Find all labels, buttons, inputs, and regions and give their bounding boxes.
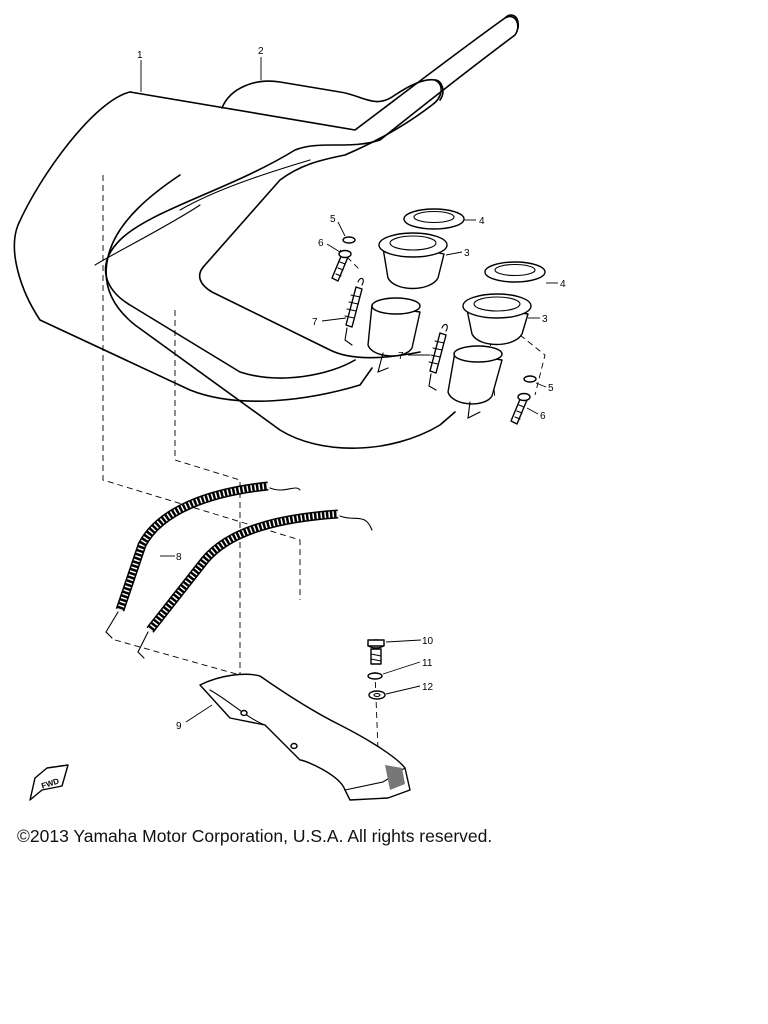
bracket-bolt[interactable] [367,639,385,665]
callout-labels: 1 2 3 4 5 6 7 4 3 7 5 6 8 9 10 11 12 [137,46,566,732]
callout-1: 1 [137,50,143,61]
washer-lower[interactable] [523,375,537,383]
fwd-arrow-icon: FWD [29,764,69,801]
exhaust-pipe-1[interactable] [13,14,520,402]
pipe-joint-sleeve-upper[interactable] [367,297,421,373]
callout-6-lower: 6 [540,411,546,422]
exhaust-bracket[interactable] [199,673,411,801]
callout-5-upper: 5 [330,214,336,225]
leader-lines [140,57,558,723]
bolt-upper[interactable] [331,249,352,282]
callout-4-upper: 4 [479,216,485,227]
callout-3-upper: 3 [464,248,470,259]
long-spring-front[interactable] [105,481,301,639]
callout-12: 12 [422,682,434,693]
gasket-lower[interactable] [484,261,546,283]
washer-upper[interactable] [342,236,356,244]
callout-8: 8 [176,552,182,563]
exhaust-flange-upper[interactable] [378,232,448,290]
callout-7-upper: 7 [312,317,318,328]
spring-washer[interactable] [367,672,383,680]
bolt-lower[interactable] [510,392,531,425]
exhaust-parts-diagram: FWD 1 2 3 4 5 6 7 4 3 7 5 6 8 9 10 [13,14,566,801]
copyright-notice: ©2013 Yamaha Motor Corporation, U.S.A. A… [17,826,493,846]
gasket-upper[interactable] [403,208,465,230]
assembly-guide-lines [102,175,546,751]
plain-washer[interactable] [368,690,386,700]
exhaust-flange-lower[interactable] [462,293,532,346]
callout-6-upper: 6 [318,238,324,249]
long-spring-rear[interactable] [137,509,373,659]
small-spring-upper[interactable] [344,277,364,346]
pipe-joint-sleeve-lower[interactable] [447,345,503,419]
callout-2: 2 [258,46,264,57]
callout-10: 10 [422,636,434,647]
exhaust-pipe-2[interactable] [105,78,456,449]
callout-4-lower: 4 [560,279,566,290]
callout-3-lower: 3 [542,314,548,325]
small-spring-lower[interactable] [428,323,448,391]
callout-9: 9 [176,721,182,732]
callout-5-lower: 5 [548,383,554,394]
callout-7-lower: 7 [398,351,404,362]
callout-11: 11 [422,658,433,669]
